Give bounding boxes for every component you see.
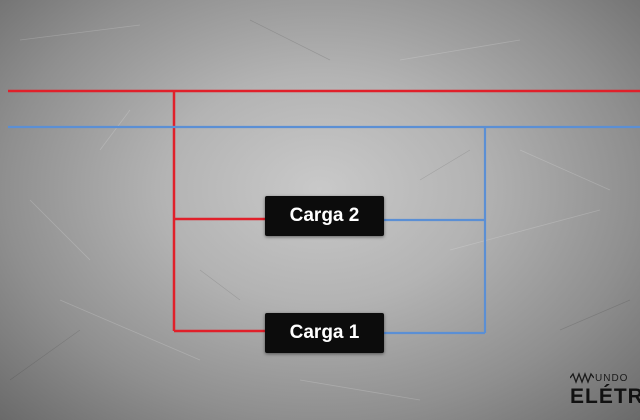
- logo-top-text: UNDO: [595, 372, 629, 384]
- load-box-carga-1: Carga 1: [265, 313, 384, 353]
- logo-bottom-text: ELÉTR: [570, 385, 640, 408]
- load-label-carga-1: Carga 1: [289, 322, 360, 343]
- load-label-carga-2: Carga 2: [289, 205, 360, 226]
- load-box-carga-2: Carga 2: [265, 196, 384, 236]
- sine-wave-icon: [570, 372, 594, 384]
- brand-logo: UNDO ELÉTR: [570, 370, 640, 420]
